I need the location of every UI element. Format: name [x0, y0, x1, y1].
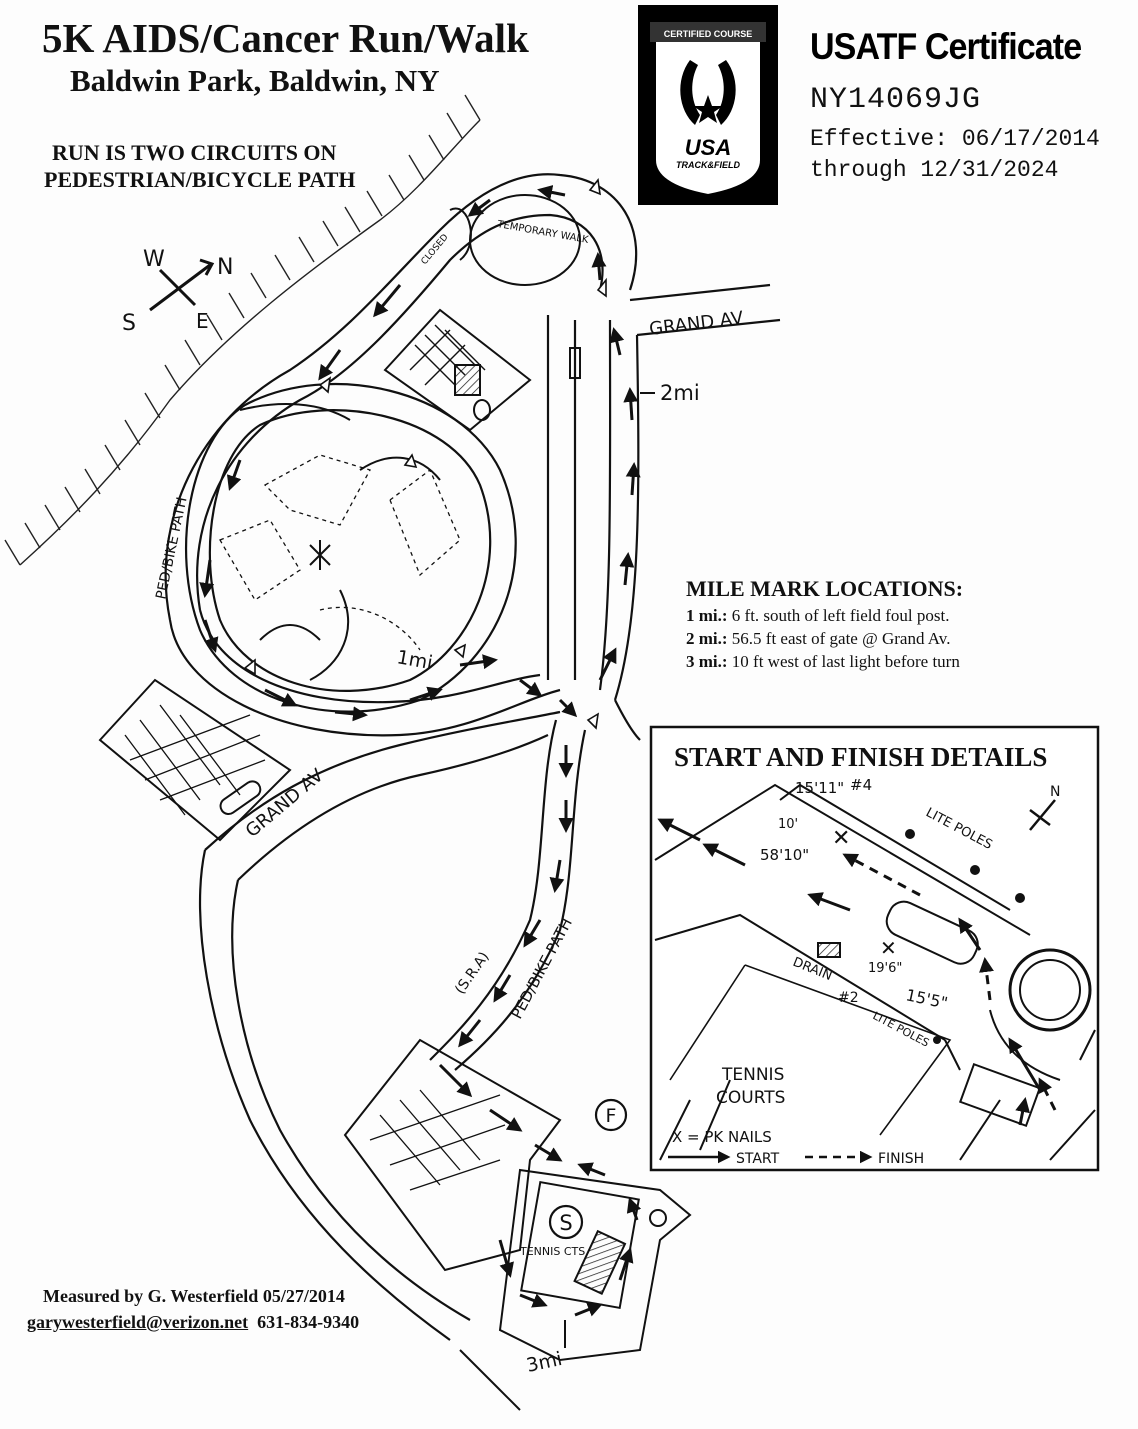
compass-south: S	[122, 311, 136, 336]
mile-mark-label: 3 mi.:	[686, 652, 728, 671]
shoreline	[4, 94, 481, 566]
inset-legend-pk: X = PK NAILS	[672, 1128, 772, 1146]
inset-dim-15-11: 15'11"	[795, 779, 844, 797]
compass-east: E	[196, 309, 209, 333]
usatf-logo: CERTIFIED COURSE USA TRACK&FIELD	[638, 5, 778, 205]
compass-north: N	[217, 255, 233, 280]
finish-marker: F	[594, 1098, 628, 1132]
compass: W N S E	[122, 247, 233, 336]
sra-label: (S.R.A)	[452, 949, 492, 997]
mile-mark-row: 2 mi.: 56.5 ft east of gate @ Grand Av.	[686, 627, 963, 650]
certificate-effective: Effective: 06/17/2014	[810, 126, 1100, 152]
mile1-label: 1mi	[395, 646, 434, 674]
mile-mark-heading: MILE MARK LOCATIONS:	[686, 576, 964, 601]
mile3-label: 3mi	[524, 1348, 564, 1377]
ped-bike-path-label-right: PED/BIKE PATH	[508, 915, 576, 1022]
mile2-label: 2mi	[660, 381, 700, 405]
inset-dim-10: 10'	[778, 817, 798, 832]
inset-tennis-label-1: TENNIS	[721, 1065, 784, 1085]
mile-mark-locations: MILE MARK LOCATIONS: 1 mi.: 6 ft. south …	[686, 576, 963, 673]
compass-west: W	[143, 247, 165, 272]
mile-mark-text: 6 ft. south of left field foul post.	[731, 606, 950, 625]
start-finish-area	[343, 1038, 692, 1411]
page-subtitle: Baldwin Park, Baldwin, NY	[70, 63, 440, 98]
finish-label: F	[606, 1105, 617, 1127]
course-note-line2: PEDESTRIAN/BICYCLE PATH	[44, 167, 356, 192]
contact-phone: 631-834-9340	[257, 1312, 360, 1332]
mile-mark-text: 10 ft west of last light before turn	[731, 652, 960, 671]
inset-legend-start: START	[736, 1151, 780, 1167]
start-label: S	[559, 1211, 572, 1235]
inset-pk-nail-1: ✕	[832, 826, 850, 851]
parking-lot-left	[98, 678, 292, 842]
path-outlines	[164, 173, 781, 1341]
mile-mark-row: 3 mi.: 10 ft west of last light before t…	[686, 650, 963, 673]
mile-mark-label: 1 mi.:	[686, 606, 728, 625]
certificate-heading: USATF Certificate	[810, 26, 1082, 67]
inset-dim-19-6: 19'6"	[868, 961, 902, 976]
inset-dim-58-10: 58'10"	[760, 846, 809, 864]
inset-title: START AND FINISH DETAILS	[674, 742, 1048, 772]
certificate-through: through 12/31/2024	[810, 157, 1059, 183]
mile-mark-text: 56.5 ft east of gate @ Grand Av.	[731, 629, 951, 648]
start-finish-inset: ✕ ✕ N 15'11" #4 LITE POLES 10' 58'10" DR…	[649, 725, 1100, 1172]
contact-line: garywesterfield@verizon.net 631-834-9340	[27, 1312, 359, 1333]
certificate-number: NY14069JG	[810, 83, 982, 117]
inset-mark-4: #4	[850, 776, 872, 794]
inset-legend-finish: FINISH	[878, 1151, 924, 1167]
traffic-circle	[449, 194, 581, 286]
logo-ribbon-text: CERTIFIED COURSE	[664, 29, 753, 39]
course-note-line1: RUN IS TWO CIRCUITS ON	[52, 140, 337, 165]
tennis-cts-label: TENNIS CTS	[519, 1245, 585, 1258]
grand-av-label-top: GRAND AV	[648, 308, 745, 340]
cones	[243, 178, 607, 730]
course-arrows	[199, 184, 642, 1317]
closed-label: CLOSED	[420, 233, 451, 267]
start-marker: S	[548, 1204, 584, 1240]
ball-fields	[219, 454, 461, 651]
parking-lot-top	[383, 308, 581, 432]
inset-north: N	[1050, 784, 1060, 800]
inset-tennis-label-2: COURTS	[716, 1088, 785, 1108]
measured-by: Measured by G. Westerfield 05/27/2014	[43, 1286, 345, 1306]
field-backstop	[239, 403, 441, 681]
contact-email[interactable]: garywesterfield@verizon.net	[27, 1312, 249, 1332]
inset-mark-2: #2	[838, 990, 859, 1006]
mile-mark-label: 2 mi.:	[686, 629, 728, 648]
inset-pk-nail-2: ✕	[880, 936, 897, 960]
page-title: 5K AIDS/Cancer Run/Walk	[42, 15, 529, 61]
logo-sub-text: TRACK&FIELD	[676, 160, 740, 170]
mile-mark-row: 1 mi.: 6 ft. south of left field foul po…	[686, 604, 963, 627]
logo-usa-text: USA	[685, 135, 731, 160]
